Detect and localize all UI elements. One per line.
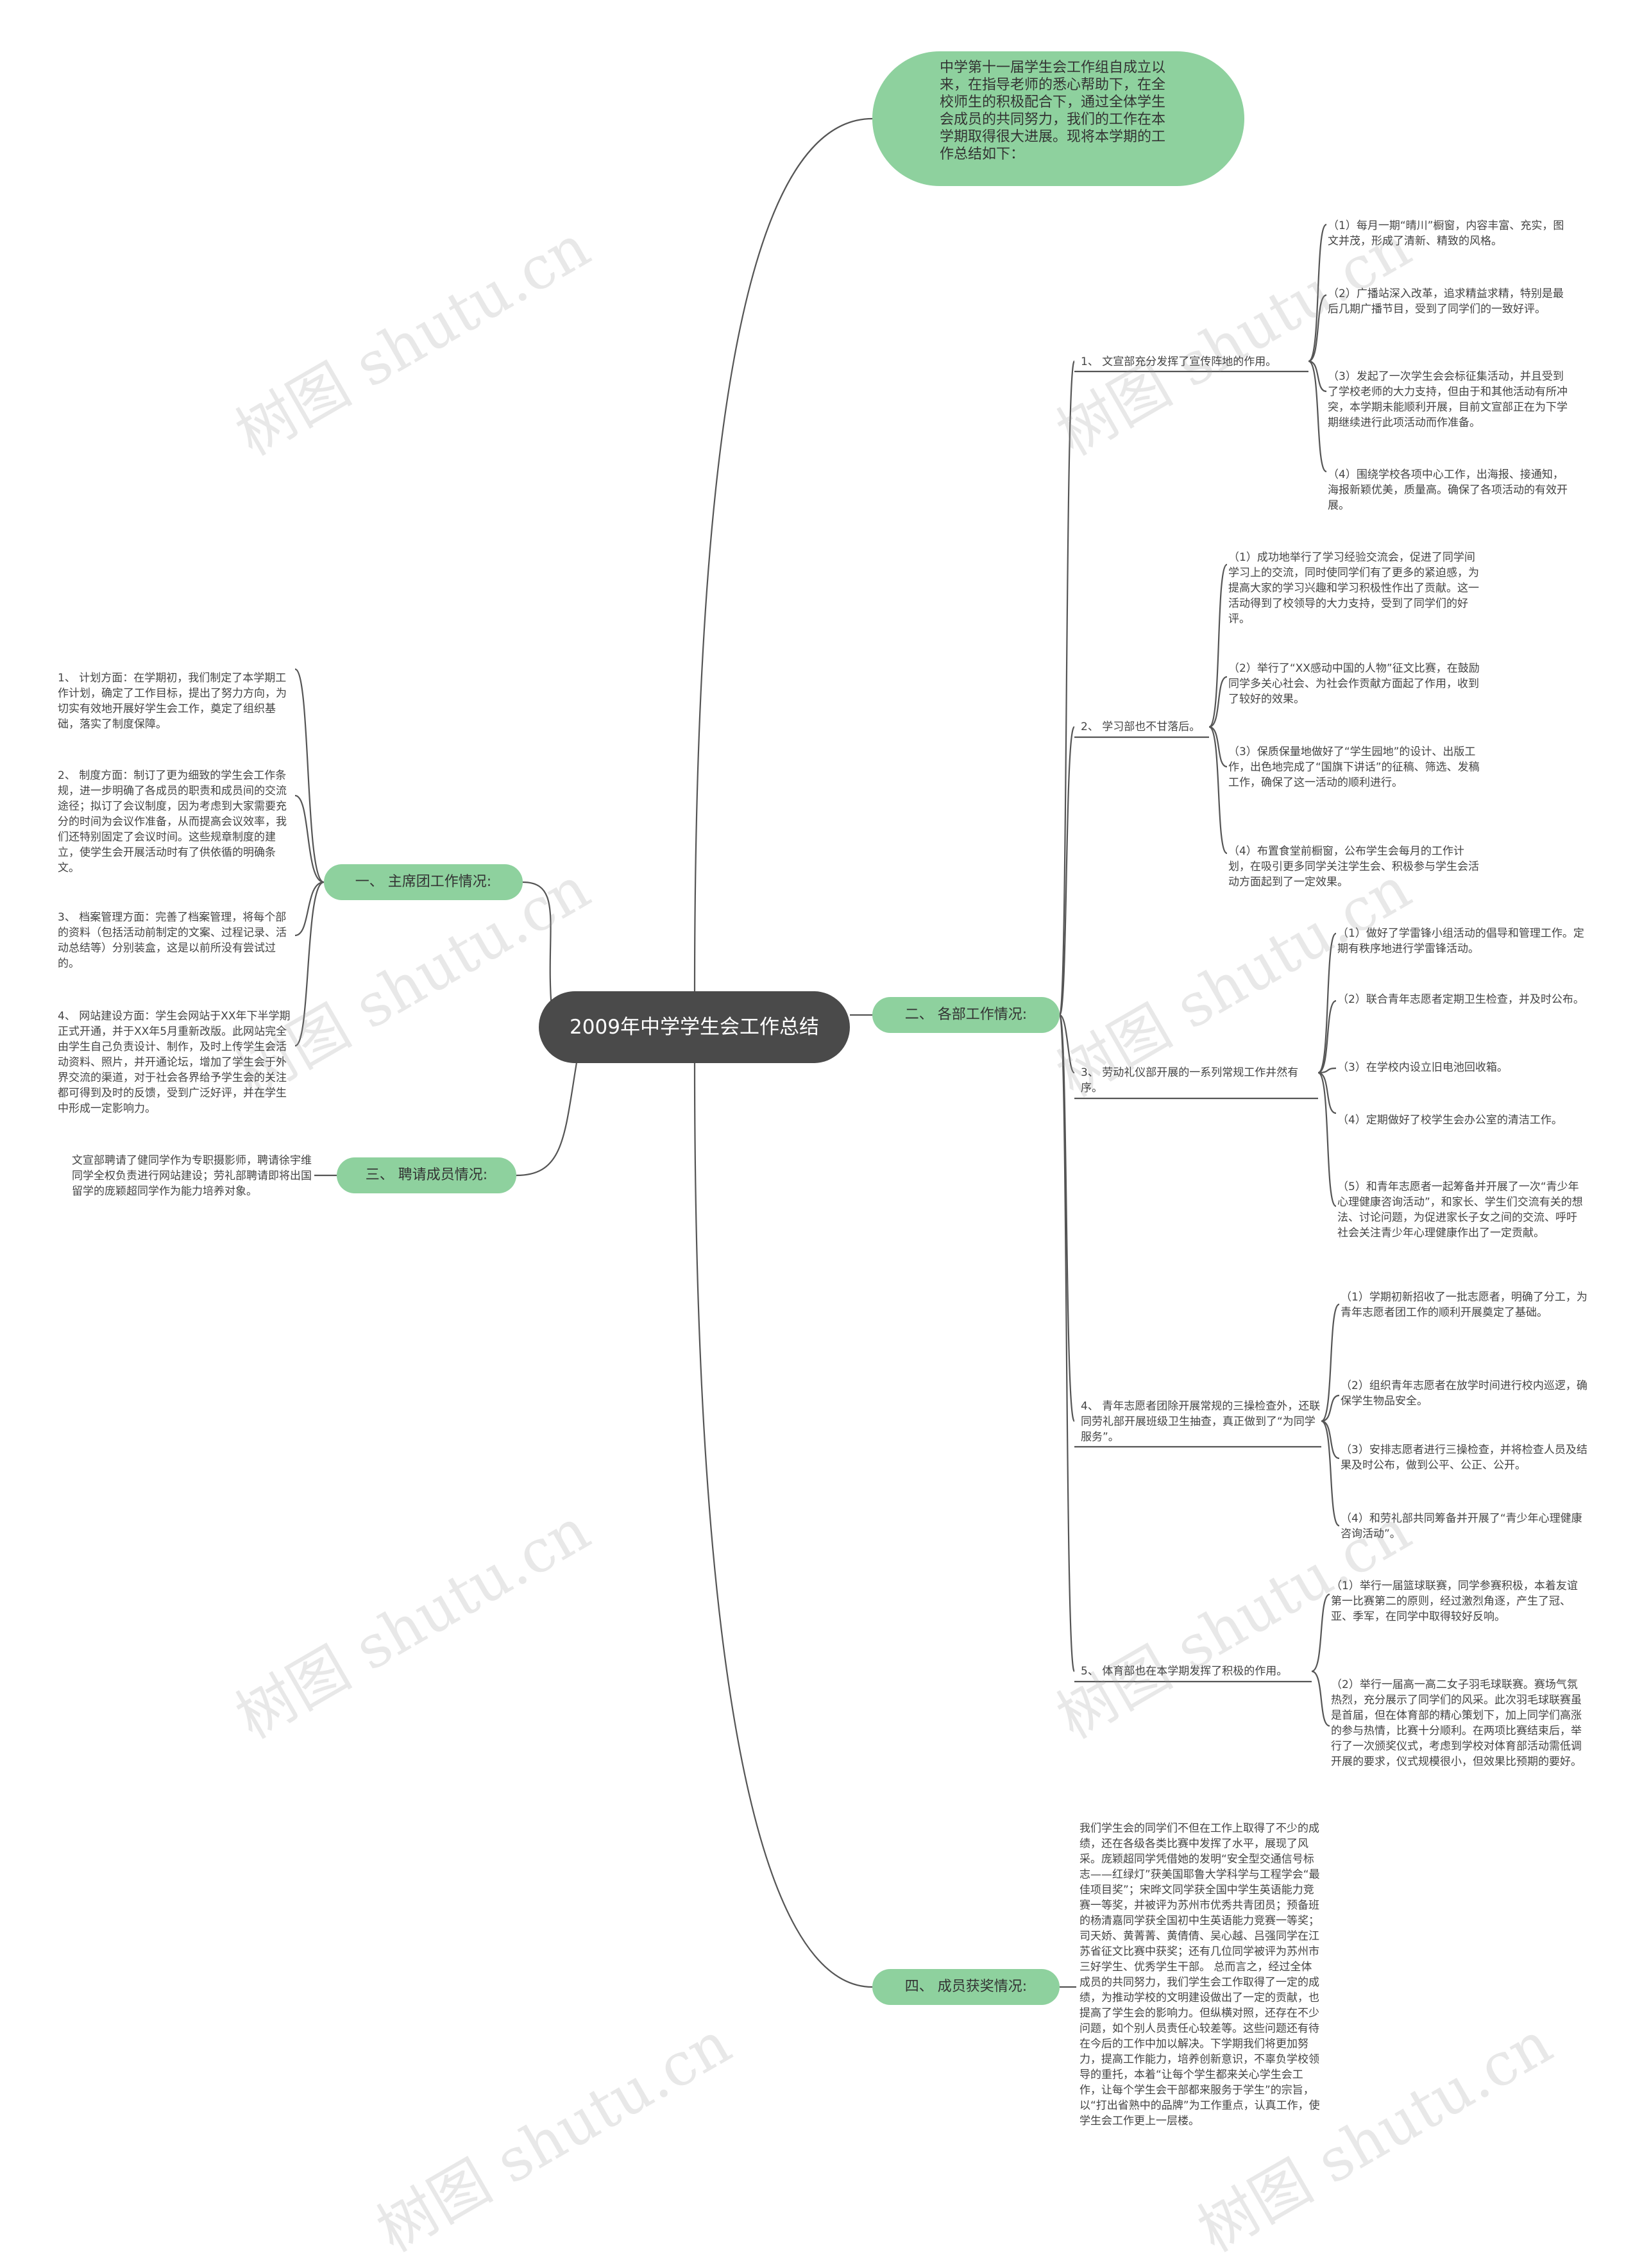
link-s2-sub3 (1059, 1014, 1076, 1074)
link-root-s4 (693, 1062, 873, 1988)
root-topic[interactable]: 2009年中学学生会工作总结 (539, 991, 850, 1063)
link-sub5-items (1311, 1593, 1330, 1727)
s1-item-4: 4、 网站建设方面：学生会网站于XX年下半学期正式开通，并于XX年5月重新改版。… (58, 1010, 291, 1115)
link-sub3-items (1317, 932, 1337, 1207)
sub5-title[interactable]: 5、 体育部也在本学期发挥了积极的作用。 (1081, 1665, 1288, 1678)
root-topic-label: 2009年中学学生会工作总结 (570, 1016, 819, 1039)
mindmap-canvas: 树图 shutu.cn 树图 shutu.cn 树图 shutu.cn 树图 s… (58, 51, 1587, 2265)
intro-text: 中学第十一届学生会工作组自成立以来，在指导老师的悉心帮助下，在全校师生的积极配合… (940, 60, 1166, 162)
sub1-item-3: （3）发起了一次学生会会标征集活动，并且受到了学校老师的大力支持，但由于和其他活… (1328, 370, 1568, 429)
sub4-item-1: （1）学期初新招收了一批志愿者，明确了分工，为青年志愿者团工作的顺利开展奠定了基… (1341, 1291, 1587, 1319)
branch-s1[interactable]: 一、 主席团工作情况: (324, 864, 523, 900)
sub4-item-4: （4）和劳礼部共同筹备并开展了“青少年心理健康咨询活动”。 (1341, 1512, 1582, 1540)
link-s2-sub1 (1058, 360, 1076, 1016)
branch-s2[interactable]: 二、 各部工作情况: (872, 997, 1060, 1033)
sub4-item-3: （3）安排志愿者进行三操检查，并将检查人员及结果及时公布，做到公平、公正、公开。 (1341, 1444, 1587, 1472)
s1-item-2: 2、 制度方面：制订了更为细致的学生会工作条规，进一步明确了各成员的职责和成员间… (58, 769, 287, 874)
branch-s3-label: 三、 聘请成员情况: (365, 1167, 488, 1183)
s1-item-3: 3、 档案管理方面：完善了档案管理，将每个部的资料（包括活动前制定的文案、过程记… (58, 911, 287, 970)
link-s2-sub2 (1058, 726, 1076, 1016)
link-sub1-items (1308, 223, 1328, 473)
link-sub2-items (1208, 563, 1228, 855)
branch-s1-label: 一、 主席团工作情况: (355, 874, 492, 890)
sub3-item-2: （2）联合青年志愿者定期卫生检查，并及时公布。 (1337, 993, 1584, 1006)
link-sub4-items (1321, 1303, 1340, 1527)
branch-s2-label: 二、 各部工作情况: (904, 1007, 1028, 1023)
sub5-item-2: （2）举行一届高一高二女子羽毛球联赛。赛场气氛热烈，充分展示了同学们的风采。此次… (1331, 1678, 1582, 1768)
sub1-item-2: （2）广播站深入改革，追求精益求精，特别是最后几期广播节目，受到了同学们的一致好… (1328, 287, 1564, 316)
link-s2-sub5 (1058, 1014, 1076, 1673)
s1-item-1: 1、 计划方面：在学期初，我们制定了本学期工作计划，确定了工作目标，提出了努力方… (58, 672, 287, 731)
sub3-title[interactable]: 3、 劳动礼仪部开展的一系列常规工作井然有序。 (1081, 1066, 1299, 1095)
connector-lines (294, 117, 1340, 1988)
branch-s4[interactable]: 四、 成员获奖情况: (872, 1969, 1060, 2005)
sub1-item-1: （1）每月一期“晴川”橱窗，内容丰富、充实，图文并茂，形成了清新、精致的风格。 (1328, 219, 1564, 248)
sub1-item-4: （4）围绕学校各项中心工作，出海报、接通知，海报新颖优美，质量高。确保了各项活动… (1328, 468, 1568, 512)
link-root-s1 (522, 881, 553, 1009)
intro-node[interactable]: 中学第十一届学生会工作组自成立以来，在指导老师的悉心帮助下，在全校师生的积极配合… (872, 51, 1244, 186)
sub3-item-4: （4）定期做好了校学生会办公室的清洁工作。 (1337, 1114, 1562, 1127)
sub3-item-1: （1）做好了学雷锋小组活动的倡导和管理工作。定期有秩序地进行学雷锋活动。 (1337, 927, 1584, 955)
sub3-item-5: （5）和青年志愿者一起筹备并开展了一次“青少年心理健康咨询活动”，和家长、学生们… (1337, 1181, 1583, 1240)
sub2-item-3: （3）保质保量地做好了“学生园地”的设计、出版工作，出色地完成了“国旗下讲话”的… (1228, 746, 1480, 789)
sub2-item-1: （1）成功地举行了学习经验交流会，促进了同学间学习上的交流，同时使同学们有了更多… (1228, 551, 1479, 626)
sub2-item-2: （2）举行了“XX感动中国的人物”征文比赛，在鼓励同学多关心社会、为社会作贡献方… (1228, 662, 1480, 706)
link-root-intro (693, 117, 873, 992)
sub3-item-3: （3）在学校内设立旧电池回收箱。 (1337, 1061, 1508, 1074)
s4-text: 我们学生会的同学们不但在工作上取得了不少的成绩，还在各级各类比赛中发挥了水平，展… (1079, 1822, 1320, 2127)
sub4-item-2: （2）组织青年志愿者在放学时间进行校内巡逻，确保学生物品安全。 (1341, 1379, 1587, 1408)
branch-s4-label: 四、 成员获奖情况: (904, 1979, 1028, 1995)
link-s1-items (294, 668, 325, 1047)
sub2-item-4: （4）布置食堂前橱窗，公布学生会每月的工作计划，在吸引更多同学关注学生会、积极参… (1228, 845, 1479, 889)
link-root-s3 (516, 1058, 579, 1177)
sub2-title[interactable]: 2、 学习部也不甘落后。 (1081, 720, 1201, 733)
s3-text: 文宣部聘请了健同学作为专职摄影师，聘请徐宇维同学全权负责进行网站建设；劳礼部聘请… (72, 1154, 312, 1198)
sub5-item-1: （1）举行一届篮球联赛，同学参赛积极，本着友谊第一比赛第二的原则，经过激烈角逐，… (1331, 1580, 1578, 1623)
branch-s3[interactable]: 三、 聘请成员情况: (337, 1157, 516, 1193)
sub1-title[interactable]: 1、 文宣部充分发挥了宣传阵地的作用。 (1081, 355, 1277, 368)
sub4-title[interactable]: 4、 青年志愿者团除开展常规的三操检查外，还联同劳礼部开展班级卫生抽查，真正做到… (1081, 1400, 1321, 1444)
